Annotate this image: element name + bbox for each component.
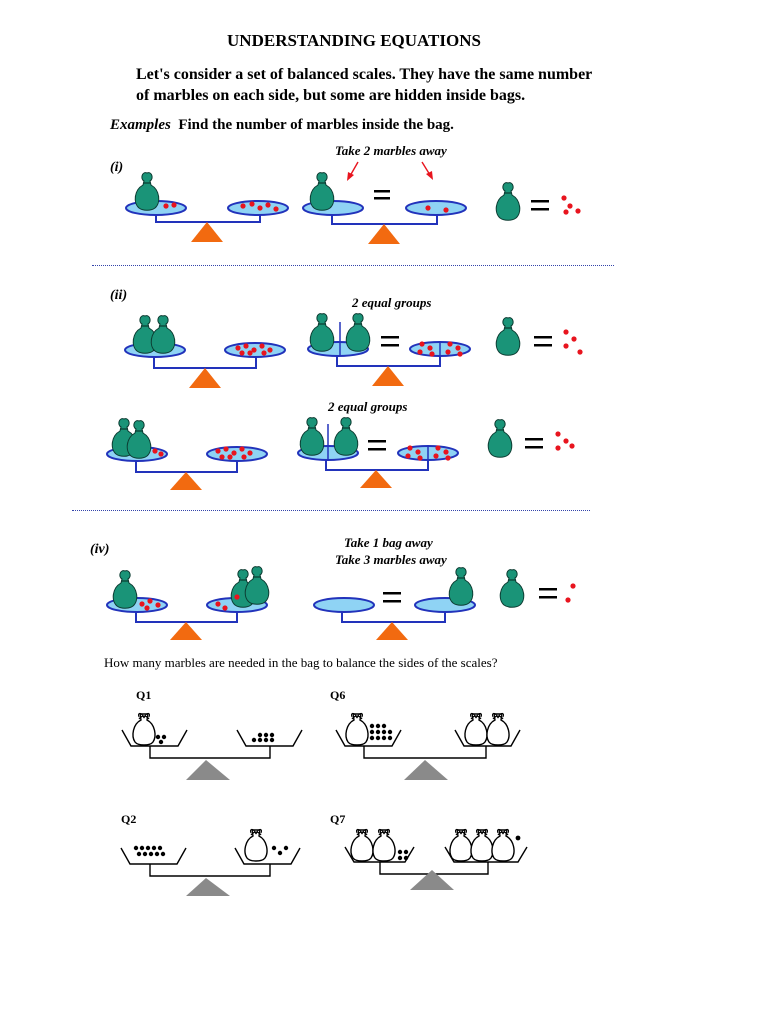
exercise-q6-bag-icon-3 <box>486 712 510 746</box>
intro-line-1: Let's consider a set of balanced scales.… <box>136 66 593 83</box>
exercise-q2-scale <box>120 847 301 896</box>
answer-iv <box>499 569 576 608</box>
answer-iii <box>487 419 575 458</box>
examples-heading: Examples Find the number of marbles insi… <box>110 117 454 134</box>
exercise-label-q7: Q7 <box>330 812 346 826</box>
intro-line-2: of marbles on each side, but some are hi… <box>136 87 526 104</box>
exercise-q7-bag-icon-4 <box>470 828 494 862</box>
scale-iv-left <box>106 566 270 640</box>
scale-i-right <box>302 161 467 244</box>
answer-ii <box>495 317 583 356</box>
separator-1 <box>92 265 614 266</box>
caption-take-2-marbles: Take 2 marbles away <box>335 143 447 158</box>
exercise-q7-bag-icon <box>350 828 374 862</box>
exercise-q2-bag-icon <box>244 828 268 862</box>
scale-ii-left <box>124 315 286 388</box>
scale-i-left <box>125 172 289 242</box>
exercise-label-q2: Q2 <box>121 812 137 826</box>
exercise-label-q6: Q6 <box>330 688 346 702</box>
scale-iv-right <box>313 567 476 640</box>
exercise-q1-dots <box>155 732 275 745</box>
page-title: UNDERSTANDING EQUATIONS <box>227 31 481 50</box>
example-label-ii: (ii) <box>110 288 128 303</box>
exercise-q6-bag-icon-2 <box>464 712 488 746</box>
example-label-iv: (iv) <box>90 542 110 557</box>
exercise-q6-dots <box>369 723 393 741</box>
caption-two-equal-groups-b: 2 equal groups <box>328 399 408 414</box>
exercise-q7-bag-icon-5 <box>491 828 515 862</box>
caption-two-equal-groups-a: 2 equal groups <box>352 295 432 310</box>
answer-i <box>495 182 581 221</box>
exercise-q7-bag-icon-3 <box>449 828 473 862</box>
example-label-i: (i) <box>110 160 124 175</box>
exercise-q7-scale <box>344 846 528 890</box>
caption-take-3-marbles: Take 3 marbles away <box>335 552 447 567</box>
exercise-q6-scale <box>335 729 521 780</box>
question-text: How many marbles are needed in the bag t… <box>104 655 498 670</box>
exercise-q6-bag-icon <box>345 712 369 746</box>
exercise-q2-dots <box>133 845 289 857</box>
scale-iii-left <box>106 418 268 490</box>
scale-ii-right <box>307 313 471 386</box>
exercise-label-q1: Q1 <box>136 688 152 702</box>
scale-iii-right <box>297 417 459 488</box>
examples-label: Examples <box>110 117 171 133</box>
separator-2 <box>72 510 590 511</box>
examples-instruction: Find the number of marbles inside the ba… <box>178 117 454 133</box>
exercise-q7-bag-icon-2 <box>372 828 396 862</box>
exercise-q7-dots <box>397 835 521 861</box>
caption-take-1-bag: Take 1 bag away <box>344 535 433 550</box>
exercise-q1-scale <box>121 729 303 780</box>
exercise-q1-bag-icon <box>132 712 156 746</box>
